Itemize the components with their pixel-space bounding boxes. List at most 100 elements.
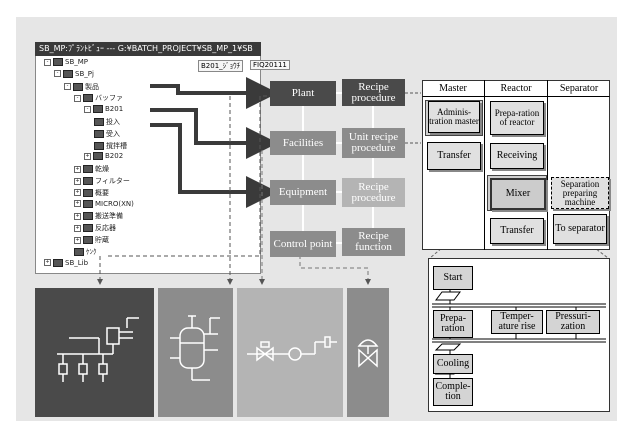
tree-node-label: 概要	[95, 188, 109, 197]
tree-node[interactable]: -SB_MP	[44, 58, 88, 66]
collapse-icon[interactable]: -	[84, 105, 91, 113]
plant-view-title-bar: SB_MP:ﾌﾟﾗﾝﾄﾋﾞｭｰ --- G:¥BATCH_PROJECT¥SB_…	[35, 42, 261, 56]
facilities-box: Facilities	[270, 131, 336, 155]
folder-icon	[83, 188, 93, 197]
tree-node[interactable]: ｹﾝｸ	[74, 247, 97, 257]
expand-icon[interactable]: +	[74, 165, 81, 173]
plant-view-window	[35, 42, 261, 274]
tree-node-label: SB_Lib	[65, 258, 89, 267]
expand-icon[interactable]: +	[44, 259, 51, 267]
tree-node-label: 投入	[106, 118, 120, 126]
completion-step: Comple-tion	[433, 378, 473, 406]
folder-icon	[93, 152, 103, 161]
tree-node[interactable]: - 製品	[64, 82, 99, 92]
folder-icon	[53, 258, 63, 267]
pressurization-step: Pressuri-zation	[546, 310, 600, 334]
header-reactor: Reactor	[500, 83, 532, 94]
start-step: Start	[433, 266, 473, 290]
arrow-to-facilities	[150, 108, 278, 159]
tree-node-label: MICRO(XN)	[95, 199, 134, 208]
reactor-vessel-icon	[170, 315, 220, 381]
tree-node[interactable]: + B202	[84, 152, 124, 161]
pump-valve-icon	[247, 336, 337, 362]
control-point-box: Control point	[270, 231, 336, 257]
folder-icon	[83, 94, 93, 103]
expand-icon[interactable]: +	[74, 236, 81, 244]
expand-icon[interactable]: +	[74, 224, 81, 232]
header-master: Master	[439, 83, 467, 94]
tree-node[interactable]: + フィルター	[74, 176, 130, 186]
expand-icon[interactable]: +	[84, 152, 91, 160]
folder-icon	[93, 105, 103, 114]
plant-box: Plant	[270, 81, 336, 106]
tree-node-label: 製品	[85, 82, 99, 91]
expand-icon[interactable]: +	[74, 189, 81, 197]
separation-preparing-machine-unit: Separation preparing machine	[551, 177, 609, 209]
expand-icon[interactable]: +	[74, 177, 81, 185]
tree-node-label: フィルター	[95, 177, 130, 185]
folder-icon	[73, 82, 83, 91]
folder-icon	[83, 224, 93, 233]
tree-node-label: 撹拌槽	[106, 141, 127, 150]
expand-icon[interactable]: +	[74, 212, 81, 220]
temperature-rise-step: Temper-ature rise	[491, 310, 543, 334]
tree-node[interactable]: + 乾燥	[74, 164, 109, 174]
tree-node[interactable]: 撹拌槽	[94, 141, 127, 151]
arrow-to-plant	[150, 77, 278, 109]
folder-icon	[94, 141, 104, 150]
folder-icon	[83, 165, 93, 174]
plant-piping-icon	[57, 317, 139, 382]
tree-node[interactable]: 投入	[94, 117, 120, 127]
tree-node[interactable]: - SB_Pj	[54, 69, 94, 78]
tree-node[interactable]: + 反応器	[74, 223, 116, 233]
preparation-of-reactor-unit: Prepa-ration of reactor	[490, 101, 544, 135]
tree-node[interactable]: - B201	[84, 105, 124, 114]
recipe-procedure-box-2: Recipe procedure	[342, 178, 405, 207]
tree-node-label: 反応器	[95, 224, 116, 233]
folder-icon	[94, 118, 104, 126]
collapse-icon[interactable]: -	[74, 94, 81, 102]
tab-b201[interactable]: B201_ｼﾞｮｳﾁ	[198, 60, 244, 72]
tree-node-label: バッファ	[95, 94, 123, 103]
preparation-step: Prepa-ration	[433, 310, 473, 338]
receiving-unit: Receiving	[490, 143, 544, 169]
tree-node[interactable]: + 貯蔵	[74, 235, 109, 245]
tree-node[interactable]: - バッファ	[74, 93, 123, 103]
folder-icon	[53, 58, 63, 66]
tree-node-label: B202	[105, 152, 124, 161]
facilities-image	[158, 288, 233, 417]
tree-node-label: 搬送準備	[95, 212, 123, 221]
recipe-function-box: Recipe function	[342, 228, 405, 256]
folder-icon	[83, 177, 93, 185]
tree-node[interactable]: + 搬送準備	[74, 211, 123, 221]
to-separator-unit: To separator	[553, 214, 607, 244]
tree-node[interactable]: + 概要	[74, 188, 109, 198]
tree-node-label: B201	[105, 105, 124, 114]
cooling-step: Cooling	[433, 354, 473, 374]
folder-icon	[83, 199, 93, 208]
tab-fiq20111[interactable]: FIQ20111	[250, 60, 290, 70]
tree-node[interactable]: + MICRO(XN)	[74, 199, 134, 208]
collapse-icon[interactable]: -	[44, 58, 51, 66]
expand-icon[interactable]: +	[74, 200, 81, 208]
tree-node-label: 乾燥	[95, 165, 109, 174]
folder-icon	[83, 212, 93, 221]
tree-node-label: SB_Pj	[75, 69, 94, 78]
folder-icon	[63, 69, 73, 78]
mixer-unit: Mixer	[490, 178, 546, 210]
tree-node[interactable]: + SB_Lib	[44, 258, 89, 267]
unit-header-row	[422, 80, 610, 97]
arrow-to-equipment	[150, 123, 278, 208]
collapse-icon[interactable]: -	[64, 83, 71, 91]
equipment-image	[237, 288, 343, 417]
reactor-transfer-unit: Transfer	[490, 218, 544, 244]
administration-master-unit: Adminis-tration master	[428, 101, 480, 133]
tree-node-label: 貯蔵	[95, 236, 109, 244]
collapse-icon[interactable]: -	[54, 70, 61, 78]
plant-layout-image	[35, 288, 154, 417]
folder-icon	[74, 247, 84, 256]
master-transfer-unit: Transfer	[427, 142, 481, 170]
header-separator: Separator	[559, 83, 599, 94]
tree-node[interactable]: 受入	[94, 129, 120, 139]
equipment-box: Equipment	[270, 180, 336, 205]
